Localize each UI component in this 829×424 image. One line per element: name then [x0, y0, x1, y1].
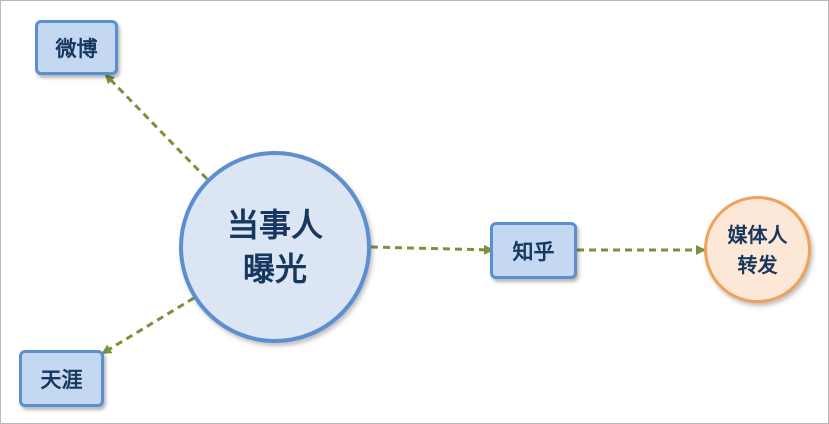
- node-weibo: 微博: [35, 20, 118, 75]
- node-tianya-label: 天涯: [40, 367, 83, 392]
- node-tianya: 天涯: [19, 350, 104, 407]
- node-media-repost: 媒体人 转发: [704, 196, 811, 303]
- arrow-center-to-tianya: [101, 296, 195, 355]
- node-weibo-label: 微博: [55, 36, 98, 61]
- node-media-line1: 媒体人: [727, 222, 788, 247]
- node-center-line2: 曝光: [242, 250, 307, 288]
- node-zhihu-label: 知乎: [512, 239, 555, 264]
- node-zhihu: 知乎: [490, 222, 577, 279]
- node-center-line1: 当事人: [226, 206, 323, 244]
- node-media-line2: 转发: [737, 252, 778, 277]
- arrow-center-to-weibo: [104, 73, 209, 181]
- arrow-center-to-zhihu: [370, 244, 494, 255]
- node-center-exposure: 当事人 曝光: [179, 151, 371, 343]
